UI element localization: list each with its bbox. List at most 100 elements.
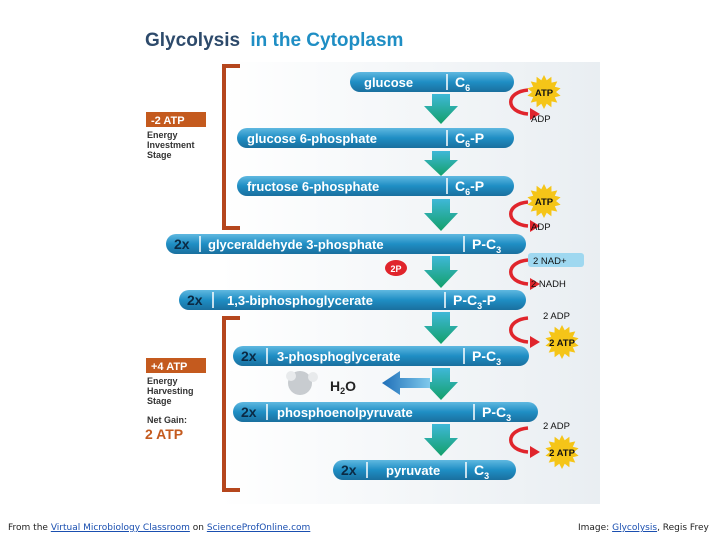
molecule-multiplier: 2x [241, 348, 257, 364]
molecule-name: glyceraldehyde 3-phosphate [208, 237, 384, 252]
atp-star-icon [527, 184, 561, 218]
reaction-curve-head [530, 336, 540, 348]
title-part-2: in the Cytoplasm [250, 30, 403, 51]
molecule-bar: glucose C6 [350, 72, 514, 93]
footer-right-prefix: Image: [578, 523, 610, 533]
step-arrow [424, 151, 458, 176]
investment-line-3: Stage [147, 150, 172, 160]
footer-left-prefix: From the [8, 523, 48, 533]
harvesting-bracket [222, 316, 240, 492]
scienceprofonline-link[interactable]: ScienceProfOnline.com [206, 523, 311, 533]
glycolysis-image-link[interactable]: Glycolysis [612, 523, 658, 533]
virtual-microbiology-classroom-link[interactable]: Virtual Microbiology Classroom [50, 523, 190, 533]
reaction-curve [509, 316, 529, 344]
water-molecule-icon [286, 371, 318, 395]
step-arrows [424, 94, 458, 456]
investment-bracket [222, 64, 240, 230]
reaction-curve [509, 200, 529, 228]
molecule-bar-shape [333, 460, 516, 480]
phosphate-label: 2P [390, 264, 401, 274]
molecule-name: pyruvate [386, 463, 440, 478]
molecule-multiplier: 2x [241, 404, 257, 420]
atp-star-label: 2 ATP [549, 338, 576, 349]
footer-left-mid: on [192, 523, 204, 533]
molecule-bar: 2x phosphoenolpyruvate P-C3 [233, 402, 538, 423]
molecule-bar: fructose 6-phosphate C6-P [237, 176, 514, 197]
molecule-bar: glucose 6-phosphate C6-P [237, 128, 514, 149]
reaction-reactant-label: 2 ADP [543, 311, 570, 322]
phosphate-circle [385, 260, 407, 276]
water-release-arrow [382, 371, 430, 395]
molecule-formula: C6-P [455, 130, 484, 149]
atp-star-icon [545, 325, 579, 359]
harvesting-line-2: Harvesting [147, 386, 194, 396]
molecule-name: 3-phosphoglycerate [277, 349, 401, 364]
molecule-bar-shape [237, 128, 514, 148]
title-part-1: Glycolysis [145, 30, 240, 51]
net-gain-label: Net Gain: [147, 415, 187, 425]
molecule-formula: P-C3-P [453, 292, 496, 311]
reaction-curve [509, 88, 529, 116]
step-arrow [424, 256, 458, 288]
investment-atp-badge [146, 112, 206, 127]
reaction-curve-head [530, 220, 540, 232]
molecule-formula: C6 [455, 74, 470, 93]
footer-credit-right: Image: Glycolysis, Regis Frey [578, 523, 709, 533]
investment-line-1: Energy [147, 130, 178, 140]
reaction-product-label: ADP [531, 222, 551, 233]
reaction-curve-head [530, 278, 540, 290]
atp-star-label: ATP [535, 88, 554, 99]
molecule-multiplier: 2x [341, 462, 357, 478]
reaction-reactant-label: 2 ADP [543, 421, 570, 432]
step-arrow [424, 368, 458, 400]
molecule-bar-shape [166, 234, 526, 254]
reaction-curve-head [530, 446, 540, 458]
investment-atp-label: -2 ATP [151, 115, 185, 127]
reaction-curve [509, 258, 529, 286]
molecule-formula: C6-P [455, 178, 484, 197]
molecule-name: phosphoenolpyruvate [277, 405, 413, 420]
investment-line-2: Investment [147, 140, 195, 150]
molecule-bar-shape [350, 72, 514, 92]
molecule-bar: 2x 3-phosphoglycerate P-C3 [233, 346, 529, 367]
net-gain-value: 2 ATP [145, 426, 183, 442]
molecule-formula: P-C3 [482, 404, 511, 423]
step-arrow [424, 94, 458, 124]
water-label: H2O [330, 378, 356, 396]
harvesting-line-3: Stage [147, 396, 172, 406]
harvesting-atp-label: +4 ATP [151, 361, 187, 373]
footer-credit-left: From the Virtual Microbiology Classroom … [8, 523, 310, 533]
harvesting-line-1: Energy [147, 376, 178, 386]
molecule-bar-shape [237, 176, 514, 196]
molecule-name: glucose 6-phosphate [247, 131, 377, 146]
atp-star-label: 2 ATP [549, 448, 576, 459]
molecule-bar-shape [233, 346, 529, 366]
reaction-nad-to-nadh: 2 NAD+ 2 NADH [509, 253, 584, 290]
molecule-name: fructose 6-phosphate [247, 179, 379, 194]
molecule-bar-shape [179, 290, 526, 310]
atp-star-icon [527, 75, 561, 109]
reaction-adp-to-atp: 2 ADP 2 ATP [509, 421, 579, 469]
step-arrow [424, 424, 458, 456]
reaction-atp-to-adp: ATP ADP [509, 75, 561, 125]
molecule-multiplier: 2x [187, 292, 203, 308]
molecule-formula: P-C3 [472, 236, 501, 255]
harvesting-atp-badge [146, 358, 206, 373]
molecule-name: glucose [364, 75, 413, 90]
atp-star-icon [545, 435, 579, 469]
reaction-product-label: ADP [531, 114, 551, 125]
footer-right-suffix: , Regis Frey [657, 523, 709, 533]
molecule-formula: P-C3 [472, 348, 501, 367]
step-arrow [424, 199, 458, 231]
molecule-bar-shape [233, 402, 538, 422]
reaction-reactant-label: 2 NAD+ [533, 256, 567, 267]
step-arrow [424, 312, 458, 344]
reaction-product-label: 2 NADH [531, 279, 566, 290]
